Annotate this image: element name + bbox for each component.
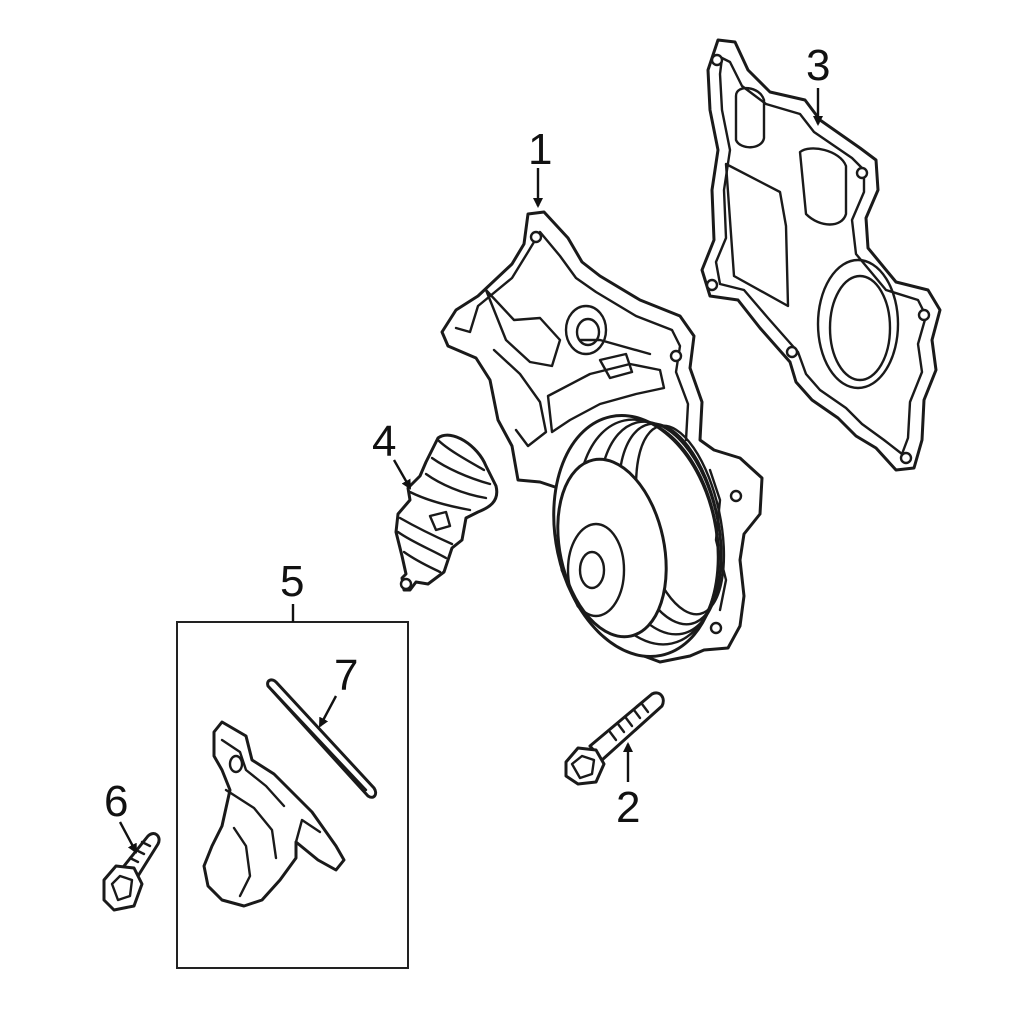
callout-1: 1 <box>528 125 552 174</box>
callout-7: 7 <box>334 651 358 700</box>
water-pump-part-1 <box>440 210 764 664</box>
callout-6: 6 <box>104 777 128 826</box>
callout-3: 3 <box>806 41 830 90</box>
leader-line-6 <box>118 821 138 854</box>
callout-5: 5 <box>280 557 304 606</box>
leader-line-4 <box>392 459 412 490</box>
callout-4: 4 <box>372 417 396 466</box>
bolt-part-6 <box>102 832 161 912</box>
gasket-part-3 <box>700 38 942 472</box>
seal-strip-part-7 <box>266 678 378 799</box>
thermostat-part-4 <box>394 433 499 592</box>
leader-line-7 <box>318 695 338 728</box>
callout-2: 2 <box>616 783 640 832</box>
outlet-housing-part <box>202 720 346 908</box>
bolt-part-2 <box>564 691 665 786</box>
